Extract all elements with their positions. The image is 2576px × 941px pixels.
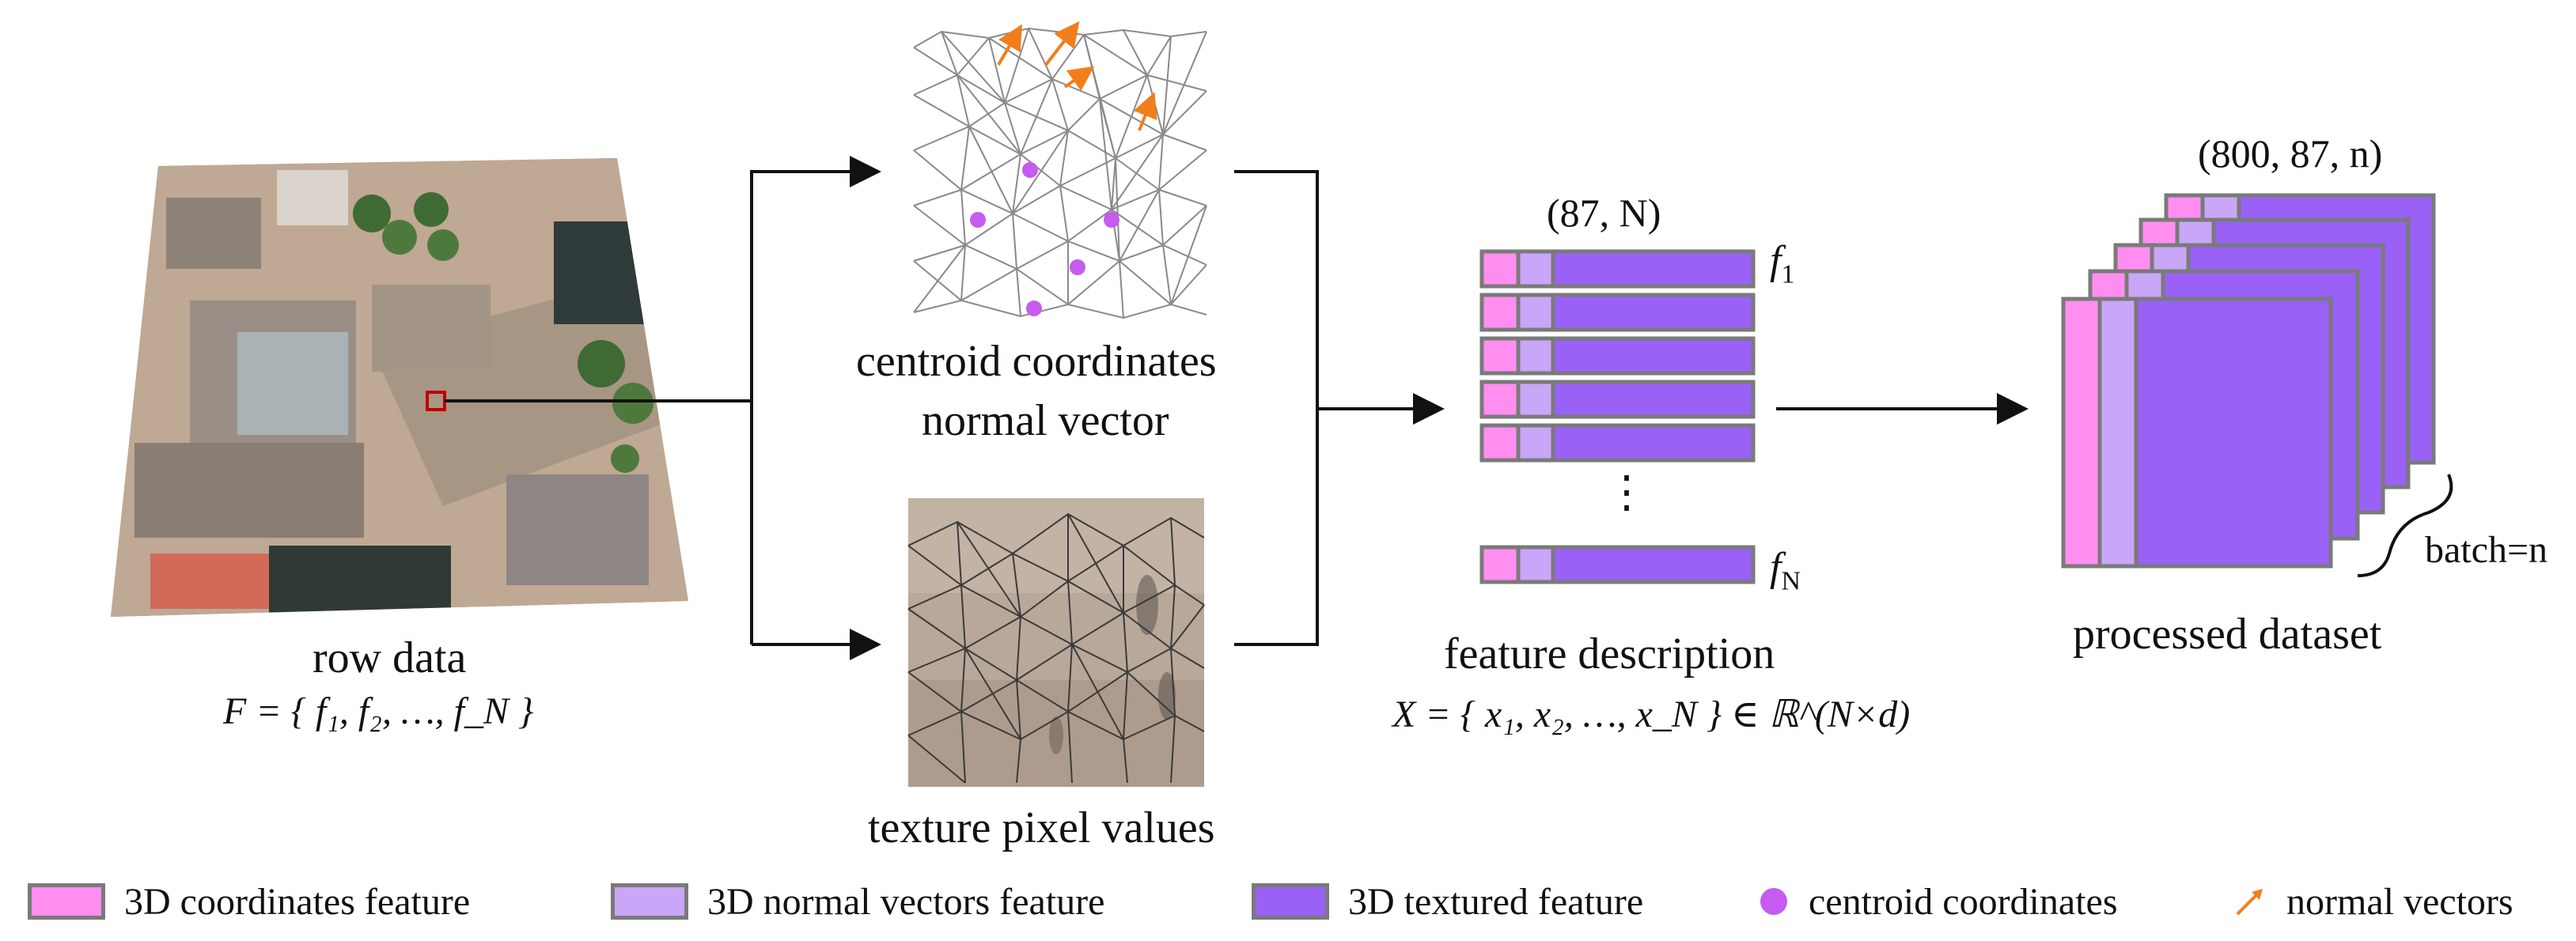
coordinate-segment	[1479, 545, 1521, 584]
feature-last-letter: f	[1770, 545, 1782, 590]
coordinate-segment	[1479, 249, 1521, 289]
feature-first-label: f1	[1770, 237, 1794, 289]
normal-arrow	[1063, 66, 1095, 92]
legend-label: 3D textured feature	[1348, 880, 1644, 923]
centroid-point	[1026, 300, 1042, 316]
dataset-batch-label: batch=n	[2425, 529, 2548, 571]
feature-last-label: fN	[1770, 544, 1801, 596]
feature-last-subscript: N	[1781, 566, 1801, 596]
feature-formula: X = { x₁, x₂, …, x_N } ∈ ℝ^(N×d)	[1392, 693, 1911, 735]
feature-row	[1479, 336, 1756, 376]
centroid-points	[970, 162, 1119, 316]
centroid-point	[1022, 162, 1038, 178]
coordinate-segment	[1479, 380, 1521, 419]
legend-item-normals: 3D normal vectors feature	[611, 870, 1104, 933]
legend-label: centroid coordinates	[1809, 880, 2118, 923]
textured-mesh-panel	[907, 498, 1205, 787]
feature-row	[1479, 423, 1756, 463]
raw-data-formula: F = { f₁, f₂, …, f_N }	[223, 690, 534, 732]
wireframe-mesh	[913, 27, 1207, 319]
legend-item-centroid: centroid coordinates	[1758, 870, 2118, 933]
legend-label: normal vectors	[2286, 880, 2513, 923]
connector-meshes-to-features	[1234, 170, 1445, 646]
normal-vector-arrows	[997, 21, 1157, 131]
feature-rows	[1479, 249, 1756, 584]
normal-arrow	[997, 24, 1023, 66]
feature-row	[1479, 380, 1756, 419]
coordinate-segment	[1479, 423, 1521, 463]
feature-first-letter: f	[1770, 238, 1782, 283]
normal-arrow-icon	[2236, 889, 2263, 916]
legend-item-normal-vectors: normal vectors	[2233, 870, 2513, 933]
coordinate-segment	[1479, 293, 1521, 332]
coordinate-segment	[1479, 336, 1521, 376]
feature-row	[1479, 249, 1756, 289]
raw-data-caption: row data	[313, 633, 467, 682]
textured-mesh-edges	[907, 512, 1205, 784]
coordinate-block	[2061, 297, 2102, 569]
connector-raw-to-meshes	[445, 156, 881, 660]
feature-shape-label: (87, N)	[1547, 191, 1661, 235]
dataset-stack	[2061, 193, 2436, 569]
legend-item-textured: 3D textured feature	[1252, 870, 1643, 933]
dataset-caption: processed dataset	[2073, 610, 2382, 659]
textured-swatch	[1252, 883, 1329, 920]
feature-first-subscript: 1	[1781, 259, 1795, 289]
mesh-bottom-caption: texture pixel values	[868, 803, 1215, 852]
feature-caption: feature description	[1444, 629, 1775, 678]
feature-row	[1479, 293, 1756, 332]
batch-brace	[2357, 474, 2453, 577]
coordinates-swatch	[28, 883, 105, 920]
normal-arrow	[1044, 21, 1080, 66]
normals-swatch	[611, 883, 688, 920]
legend-item-coordinates: 3D coordinates feature	[28, 870, 470, 933]
mesh-top-caption-line1: centroid coordinates	[856, 337, 1217, 386]
dataset-shape-label: (800, 87, n)	[2198, 131, 2383, 176]
centroid-point	[970, 212, 986, 228]
legend: 3D coordinates feature 3D normal vectors…	[0, 870, 2576, 933]
legend-label: 3D normal vectors feature	[707, 880, 1105, 923]
centroid-point	[1070, 259, 1085, 275]
mesh-top-caption-line2: normal vector	[922, 396, 1169, 445]
centroid-point	[1104, 212, 1119, 228]
dataset-slice	[2061, 297, 2333, 569]
city-model-image	[111, 158, 688, 617]
wireframe-mesh-panel	[913, 21, 1207, 320]
centroid-dot-icon	[1760, 888, 1787, 915]
feature-ellipsis: ⋮	[1604, 468, 1649, 517]
normal-arrow	[1133, 92, 1157, 131]
feature-row	[1479, 545, 1756, 584]
legend-label: 3D coordinates feature	[124, 880, 471, 923]
